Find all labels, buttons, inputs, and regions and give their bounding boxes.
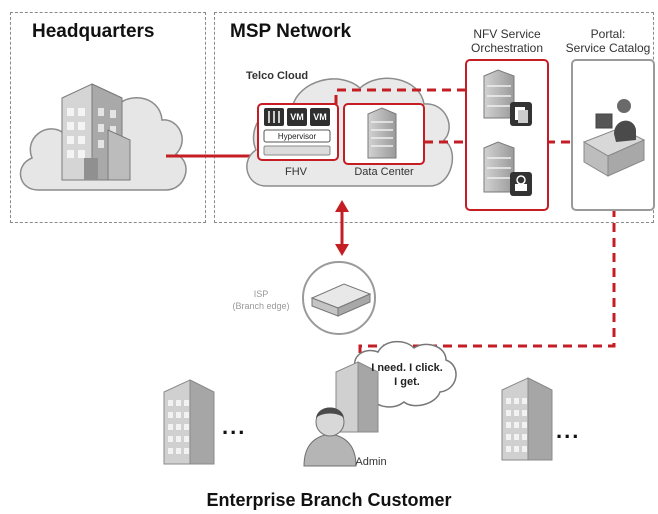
ellipsis-left: ... — [222, 414, 247, 439]
telco-cloud-title: Telco Cloud — [246, 70, 309, 82]
admin-person-icon — [303, 407, 357, 467]
nfv-orchestration-box — [465, 59, 549, 211]
isp-router — [302, 261, 376, 335]
branch-building-left — [163, 379, 215, 465]
portal-box — [571, 59, 655, 211]
data-center-label: Data Center — [354, 166, 414, 178]
ellipsis-right: ... — [556, 418, 581, 443]
branch-building-right — [501, 377, 553, 461]
portal-label-line2: Service Catalog — [565, 41, 651, 55]
hq-building-icon — [61, 83, 131, 181]
msp-network-title: MSP Network — [230, 21, 352, 42]
fhv-box — [257, 103, 339, 161]
branch-building-center — [335, 361, 379, 433]
headquarters-title: Headquarters — [32, 21, 155, 42]
vm-label-2: VM — [313, 112, 327, 122]
bubble-text-line2: I get. — [394, 376, 420, 388]
headquarters-region — [10, 12, 206, 223]
bubble-text-line1: I need. I click. — [371, 362, 443, 374]
fhv-label: FHV — [285, 166, 307, 178]
isp-label-line2: (Branch edge) — [232, 301, 290, 311]
telco-isp-arrow — [335, 200, 349, 256]
hypervisor-label: Hypervisor — [277, 132, 317, 141]
nfv-label-line2: Orchestration — [470, 41, 544, 55]
portal-label-line1: Portal: — [590, 27, 626, 41]
data-center-box — [343, 103, 425, 165]
isp-label-line1: ISP — [253, 289, 269, 299]
vm-label-1: VM — [290, 112, 304, 122]
nfv-label-line1: NFV Service — [473, 27, 541, 41]
admin-label: Admin — [355, 456, 387, 468]
enterprise-branch-title: Enterprise Branch Customer — [206, 490, 452, 510]
